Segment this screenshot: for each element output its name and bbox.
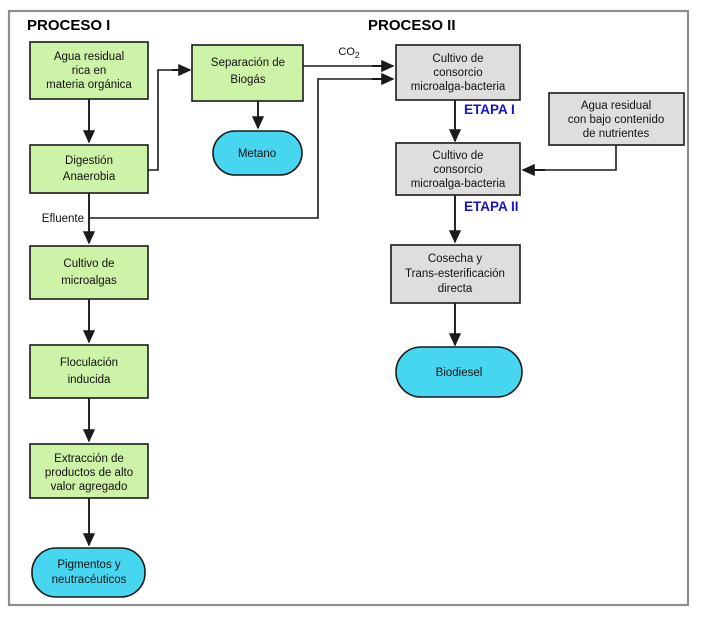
node-cultivo-microalgas-line-1: Cultivo de <box>63 258 114 270</box>
node-cultivo-consorcio-etapa1-shape <box>395 44 521 101</box>
node-cultivo-consorcio-etapa2-line-3: microalga-bacteria <box>411 178 506 190</box>
node-agua-residual-organica-line-2: rica en <box>72 65 107 77</box>
node-agua-residual-organica-shape <box>29 41 149 100</box>
section-title-proceso-1: PROCESO I <box>27 17 110 34</box>
node-extraccion-productos-shape <box>29 443 149 499</box>
node-cultivo-consorcio-etapa2-line-2: consorcio <box>433 164 482 176</box>
node-cultivo-consorcio-etapa2: Cultivo de consorcio microalga-bacteria <box>395 142 521 196</box>
node-cultivo-microalgas: Cultivo de microalgas <box>29 245 149 300</box>
node-digestion-anaerobia-shape <box>29 144 149 194</box>
node-pigmentos-neutraceuticos-shape <box>31 547 146 598</box>
node-cultivo-microalgas-line-2: microalgas <box>61 275 117 287</box>
node-cosecha-transesterificacion-line-1: Cosecha y <box>428 253 483 265</box>
node-metano-label: Metano <box>238 148 276 160</box>
node-biodiesel-shape <box>395 346 523 398</box>
node-agua-residual-bajo-nutrientes-line-2: con bajo contenido <box>568 114 665 126</box>
svg-text:CO2: CO2 <box>338 46 360 60</box>
node-agua-residual-bajo-nutrientes-shape <box>548 92 685 146</box>
node-agua-residual-bajo-nutrientes-line-1: Agua residual <box>581 100 651 112</box>
node-pigmentos-neutraceuticos-line-2: neutracéuticos <box>52 574 127 586</box>
node-metano-shape <box>212 130 303 176</box>
node-extraccion-productos-line-1: Extracción de <box>54 453 124 465</box>
node-agua-residual-bajo-nutrientes: Agua residual con bajo contenido de nutr… <box>548 92 685 146</box>
node-agua-residual-organica: Agua residual rica en materia orgánica <box>29 41 149 100</box>
node-agua-residual-organica-line-1: Agua residual <box>54 51 124 63</box>
node-cosecha-transesterificacion: Cosecha y Trans-esterificación directa <box>390 244 521 304</box>
node-floculacion-inducida: Floculación inducida <box>29 344 149 399</box>
node-extraccion-productos-line-2: productos de alto <box>45 467 133 479</box>
node-floculacion-inducida-line-1: Floculación <box>60 357 118 369</box>
node-digestion-anaerobia-line-2: Anaerobia <box>63 171 116 183</box>
node-separacion-biogas-shape <box>191 44 304 102</box>
node-separacion-biogas-line-1: Separación de <box>211 57 285 69</box>
node-digestion-anaerobia-line-1: Digestión <box>65 155 113 167</box>
edge-label-co2: CO2 <box>338 46 360 60</box>
node-pigmentos-neutraceuticos: Pigmentos y neutracéuticos <box>31 547 146 598</box>
node-biodiesel-label: Biodiesel <box>436 367 483 379</box>
node-cultivo-consorcio-etapa2-line-1: Cultivo de <box>432 150 483 162</box>
node-separacion-biogas-line-2: Biogás <box>230 74 265 86</box>
stage-label-etapa-2: ETAPA II <box>464 199 519 214</box>
node-metano: Metano <box>212 130 303 176</box>
node-cultivo-consorcio-etapa2-shape <box>395 142 521 196</box>
edge-efluente-path <box>89 78 385 219</box>
node-cultivo-consorcio-etapa1-line-1: Cultivo de <box>432 53 483 65</box>
edge-label-co2-subscript: 2 <box>355 50 360 60</box>
node-digestion-anaerobia: Digestión Anaerobia <box>29 144 149 194</box>
node-extraccion-productos: Extracción de productos de alto valor ag… <box>29 443 149 499</box>
edge-digestion-to-separacion-path <box>148 69 185 171</box>
edge-label-efluente: Efluente <box>42 213 84 225</box>
diagram-frame <box>7 9 690 607</box>
node-agua-residual-organica-line-3: materia orgánica <box>46 79 132 91</box>
node-cultivo-consorcio-etapa1: Cultivo de consorcio microalga-bacteria <box>395 44 521 101</box>
node-cosecha-transesterificacion-shape <box>390 244 521 304</box>
node-extraccion-productos-line-3: valor agregado <box>51 481 128 493</box>
node-floculacion-inducida-shape <box>29 344 149 399</box>
node-pigmentos-neutraceuticos-line-1: Pigmentos y <box>57 559 121 571</box>
stage-label-etapa-1: ETAPA I <box>464 102 515 117</box>
node-biodiesel: Biodiesel <box>395 346 523 398</box>
node-cultivo-consorcio-etapa1-line-2: consorcio <box>433 67 482 79</box>
node-cultivo-microalgas-shape <box>29 245 149 300</box>
node-agua-residual-bajo-nutrientes-line-3: de nutrientes <box>583 128 650 140</box>
node-separacion-biogas: Separación de Biogás <box>191 44 304 102</box>
section-title-proceso-2: PROCESO II <box>368 17 456 34</box>
node-cosecha-transesterificacion-line-3: directa <box>438 283 473 295</box>
edge-label-co2-main: CO <box>338 46 355 58</box>
node-floculacion-inducida-line-2: inducida <box>68 374 111 386</box>
edge-aguabaja-to-etapa2-path <box>530 145 617 171</box>
node-cultivo-consorcio-etapa1-line-3: microalga-bacteria <box>411 81 506 93</box>
node-cosecha-transesterificacion-line-2: Trans-esterificación <box>405 268 505 280</box>
